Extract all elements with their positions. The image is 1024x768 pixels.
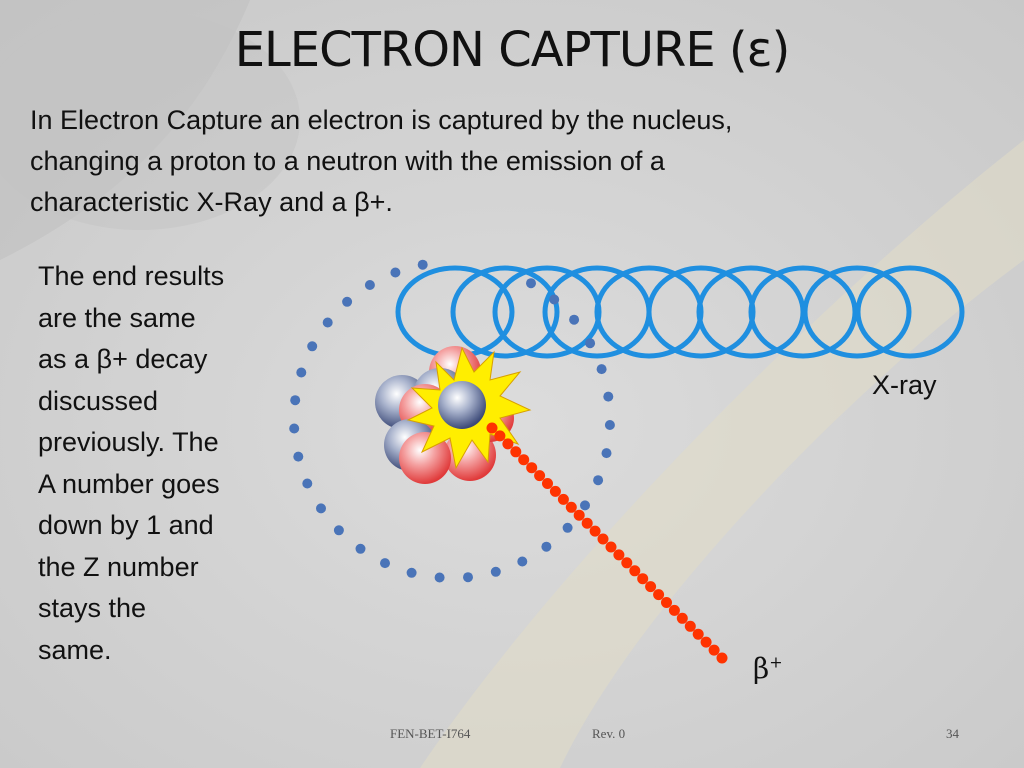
beta-path-dot xyxy=(716,652,728,664)
orbit-dot xyxy=(406,567,417,578)
beta-path-dot xyxy=(486,422,498,434)
orbit-dot xyxy=(585,338,596,349)
neutron xyxy=(438,381,486,429)
beta-path-dot xyxy=(676,612,688,624)
beta-path-dot xyxy=(534,470,546,482)
orbit-dot xyxy=(333,525,344,536)
orbit-dot xyxy=(526,278,536,289)
xray-label: X-ray xyxy=(872,370,937,400)
electron-orbit xyxy=(289,259,615,583)
footer-doc-id: FEN-BET-I764 xyxy=(390,726,471,741)
orbit-dot xyxy=(517,556,528,567)
orbit-dot xyxy=(289,423,300,434)
orbit-dot xyxy=(604,420,615,430)
beta-path-dot xyxy=(589,525,601,537)
orbit-dot xyxy=(593,475,604,486)
xray-wave xyxy=(395,265,965,359)
orbit-dot xyxy=(569,314,580,325)
slide-title: ELECTRON CAPTURE (ε) xyxy=(234,22,791,78)
orbit-dot xyxy=(390,267,401,278)
beta-path-dot xyxy=(573,509,585,521)
beta-path-dot xyxy=(605,541,617,553)
beta-path-dot xyxy=(557,493,569,505)
orbit-dot xyxy=(355,543,366,554)
orbit-dot xyxy=(290,395,301,406)
beta-path-dot xyxy=(661,597,672,608)
beta-path-dot xyxy=(565,501,577,513)
orbit-dot xyxy=(601,448,612,459)
orbit-dot xyxy=(596,364,607,375)
beta-path-dot xyxy=(637,573,649,585)
footer-page-number: 34 xyxy=(946,726,959,741)
beta-particle-path xyxy=(486,422,728,664)
orbit-dot xyxy=(316,503,326,514)
beta-plus-label: β+ xyxy=(753,652,783,685)
intro-paragraph: In Electron Capture an electron is captu… xyxy=(30,105,733,217)
beta-path-dot xyxy=(542,478,553,489)
beta-path-dot xyxy=(653,589,665,601)
orbit-dot xyxy=(293,451,304,462)
orbit-dot xyxy=(580,500,590,511)
beta-path-dot xyxy=(692,628,704,640)
beta-path-dot xyxy=(645,581,657,593)
orbit-dot xyxy=(302,478,313,489)
side-paragraph: The end results are the same as a β+ dec… xyxy=(38,261,225,665)
proton xyxy=(399,432,451,484)
beta-path-dot xyxy=(502,438,514,450)
orbit-dot xyxy=(434,572,445,583)
orbit-dot xyxy=(380,558,390,569)
beta-path-dot xyxy=(510,446,522,458)
beta-path-dot xyxy=(700,636,712,648)
beta-path-dot xyxy=(518,454,530,466)
beta-path-dot xyxy=(613,549,625,561)
beta-path-dot xyxy=(494,430,506,442)
orbit-dot xyxy=(307,341,318,352)
beta-path-dot xyxy=(668,604,680,616)
orbit-dot xyxy=(463,572,473,583)
beta-path-dot xyxy=(581,517,593,529)
orbit-dot xyxy=(603,391,614,402)
orbit-dot xyxy=(296,367,307,378)
beta-path-dot xyxy=(708,644,720,656)
beta-path-dot xyxy=(597,533,609,545)
footer-revision: Rev. 0 xyxy=(592,726,626,741)
beta-path-dot xyxy=(549,485,561,497)
beta-charge: + xyxy=(769,652,783,672)
beta-path-dot xyxy=(621,557,633,569)
beta-path-dot xyxy=(526,462,538,474)
orbit-dot xyxy=(490,566,501,577)
orbit-dot xyxy=(549,294,560,305)
beta-path-dot xyxy=(629,565,641,577)
orbit-dot xyxy=(541,541,552,552)
beta-path-dot xyxy=(684,620,696,632)
orbit-dot xyxy=(364,280,375,290)
orbit-dot xyxy=(562,522,573,533)
orbit-dot xyxy=(322,317,333,328)
orbit-dot xyxy=(417,259,428,270)
orbit-dot xyxy=(342,296,353,307)
beta-symbol: β xyxy=(753,652,770,685)
